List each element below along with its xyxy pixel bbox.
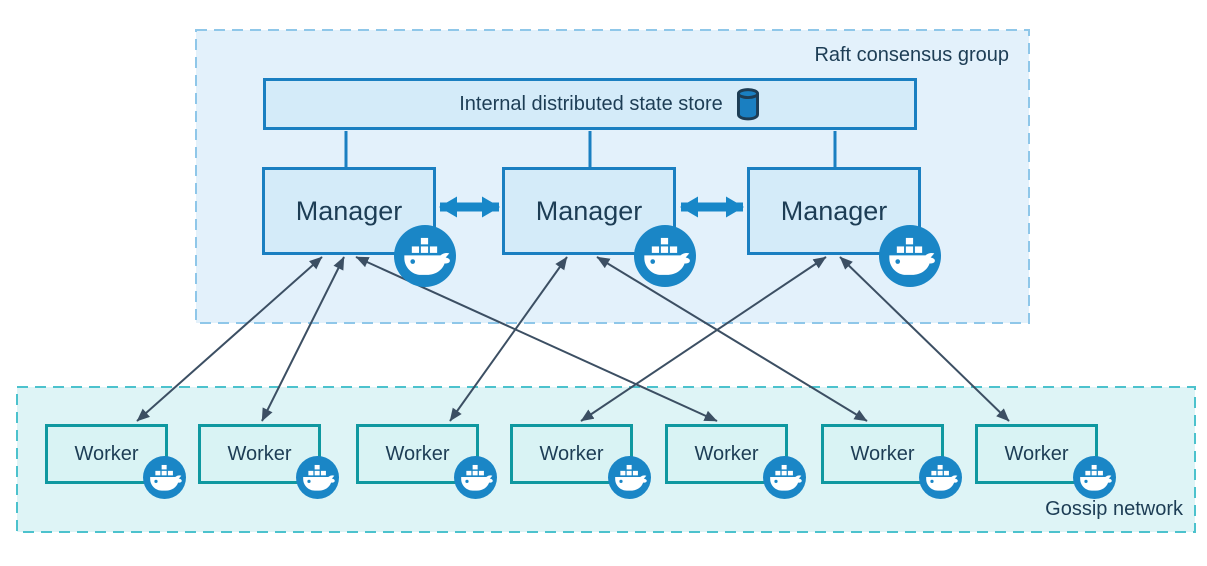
worker-6-label: Worker [850,442,915,465]
raft-group-label: Raft consensus group [814,44,1009,66]
worker-6-box: Worker [821,424,944,484]
worker-4-label: Worker [539,442,604,465]
state-store-box: Internal distributed state store [263,78,917,130]
docker-icon-worker-1 [143,456,186,499]
worker-7-label: Worker [1004,442,1069,465]
docker-icon-worker-6 [919,456,962,499]
docker-icon-worker-7 [1073,456,1116,499]
worker-3-box: Worker [356,424,479,484]
docker-icon-worker-4 [608,456,651,499]
worker-1-label: Worker [74,442,139,465]
database-cylinder-icon [736,88,759,121]
docker-icon-manager-3 [879,225,941,287]
manager-1-label: Manager [295,195,403,226]
docker-icon-manager-1 [394,225,456,287]
manager-3-label: Manager [780,195,888,226]
docker-icon-worker-2 [296,456,339,499]
docker-icon-worker-3 [454,456,497,499]
worker-4-box: Worker [510,424,633,484]
worker-5-label: Worker [694,442,759,465]
gossip-network-label: Gossip network [1045,498,1183,520]
docker-icon-worker-5 [763,456,806,499]
worker-2-box: Worker [198,424,321,484]
state-store-label: Internal distributed state store [459,92,723,115]
worker-2-label: Worker [227,442,292,465]
worker-3-label: Worker [385,442,450,465]
docker-icon-manager-2 [634,225,696,287]
manager-2-label: Manager [535,195,643,226]
